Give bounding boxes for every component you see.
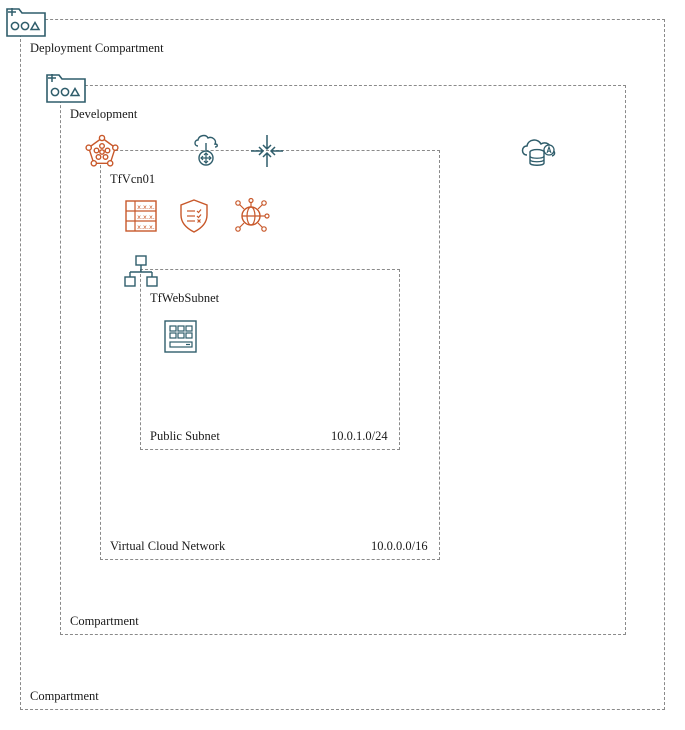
subnet-box (140, 269, 400, 450)
svg-text:x.x.x.: x.x.x. (137, 203, 155, 211)
autonomous-database-icon (519, 135, 559, 167)
inner-compartment-name: Development (70, 107, 138, 121)
vcn-name: TfVcn01 (110, 172, 156, 186)
vcn-icon (85, 134, 119, 169)
svg-text:x.x.x.: x.x.x. (137, 223, 155, 231)
internet-gateway-icon (233, 197, 270, 234)
subnet-icon (124, 255, 158, 289)
subnet-name: TfWebSubnet (150, 291, 220, 305)
route-table-icon: x.x.x. x.x.x. x.x.x. (125, 200, 157, 232)
security-list-icon (179, 199, 209, 233)
compartment-icon (46, 71, 86, 103)
inner-compartment-type-label: Compartment (70, 614, 139, 628)
vcn-cidr: 10.0.0.0/16 (371, 539, 428, 553)
outer-compartment-box (20, 19, 665, 710)
svg-text:x.x.x.: x.x.x. (137, 213, 155, 221)
outer-compartment-type-label: Compartment (30, 689, 99, 703)
subnet-type-label: Public Subnet (150, 429, 220, 443)
nat-gateway-icon (193, 133, 219, 167)
vcn-type-label: Virtual Cloud Network (110, 539, 226, 553)
compute-instance-icon (164, 320, 198, 354)
vcn-box (100, 150, 440, 560)
compartment-icon (6, 5, 46, 37)
subnet-cidr: 10.0.1.0/24 (331, 429, 388, 443)
outer-compartment-name: Deployment Compartment (30, 41, 164, 55)
local-peering-gateway-icon (250, 134, 284, 168)
inner-compartment-box (60, 85, 626, 635)
